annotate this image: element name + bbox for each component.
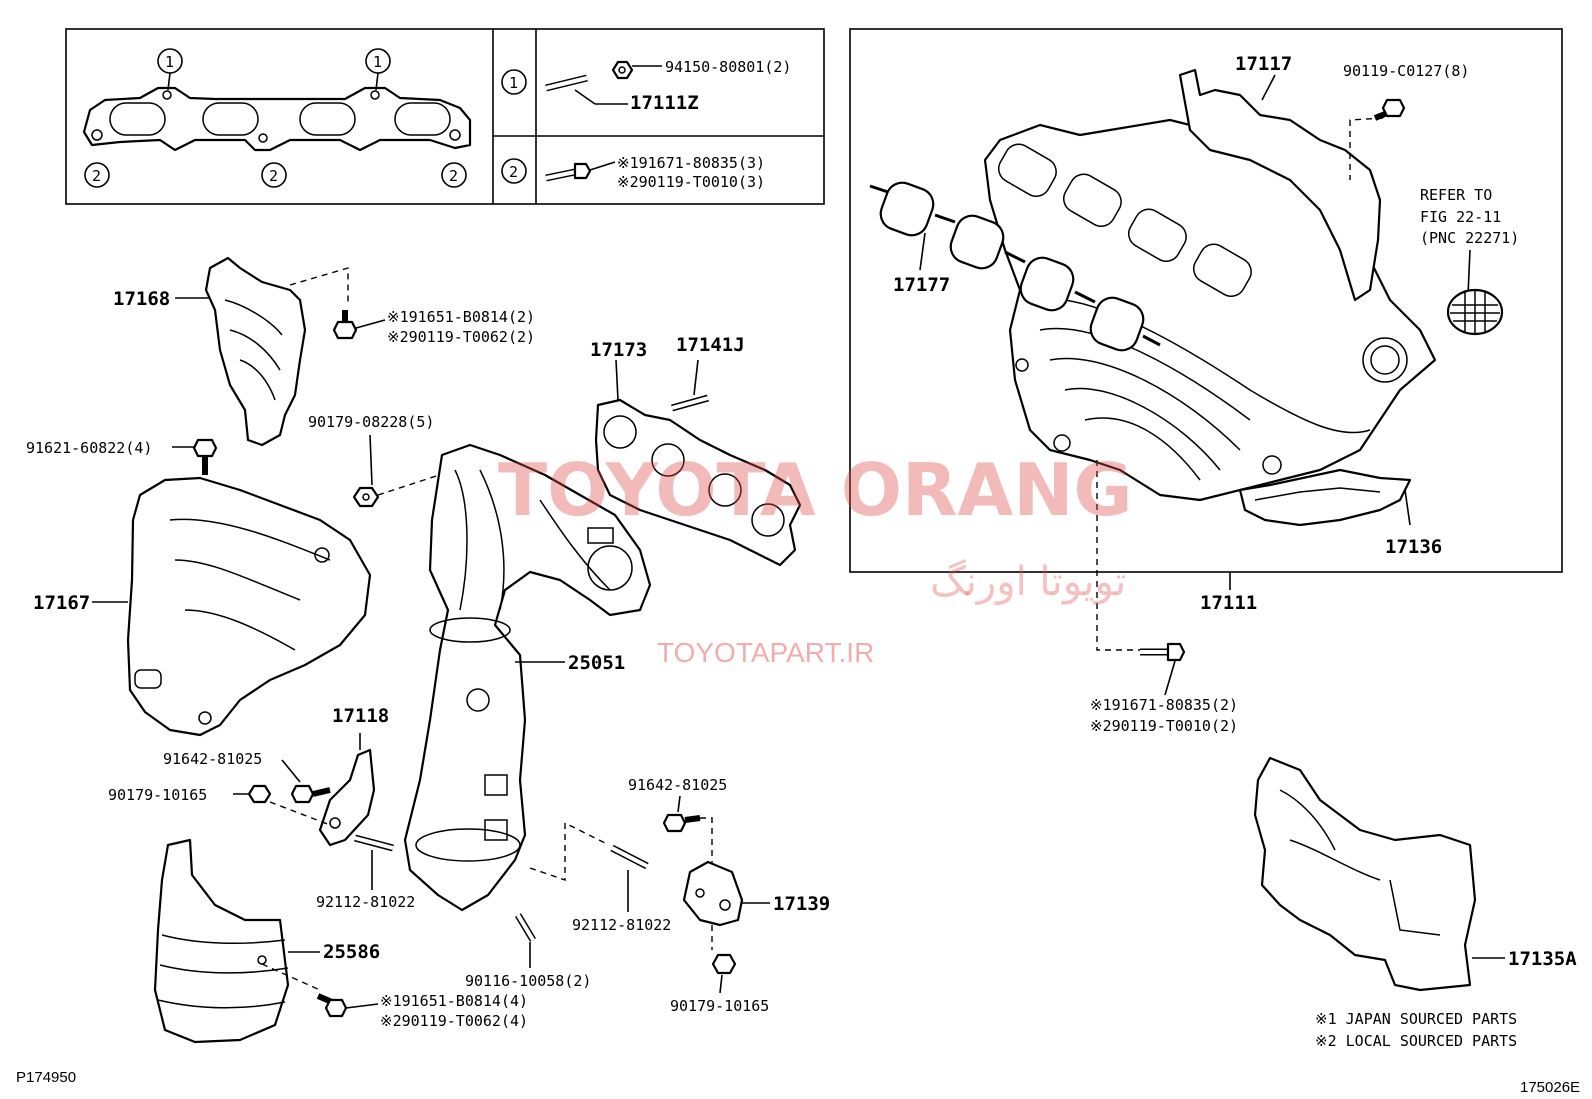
part-label-p17111-b1: ※191671-80835(2) — [1090, 696, 1238, 714]
part-label-refer2: FIG 22-11 — [1420, 208, 1501, 226]
insulator-17167-shape — [126, 476, 372, 737]
part-label-p17136: 17136 — [1385, 536, 1442, 558]
part-label-p91642-a: 91642-81025 — [163, 750, 262, 768]
bolt-icon — [332, 310, 358, 340]
stud-icon — [671, 394, 709, 412]
callout-1-left: 1 — [157, 48, 183, 91]
bracket-17117-shape — [1178, 68, 1382, 302]
part-label-refer1: REFER TO — [1420, 186, 1492, 204]
bolt-icon — [545, 162, 592, 182]
callout-2-right: 2 — [441, 162, 467, 188]
part-label-part2: 17111Z — [630, 92, 699, 114]
part-label-p90119-c0127: 90119-C0127(8) — [1343, 62, 1469, 80]
part-label-p17177: 17177 — [893, 274, 950, 296]
part-label-part1: ※191671-80835(3) — [617, 154, 765, 172]
part-label-p92112-a: 92112-81022 — [316, 893, 415, 911]
part-label-p17117: 17117 — [1235, 53, 1292, 75]
bolt-icon — [662, 813, 701, 833]
stud-icon — [545, 74, 588, 92]
bracket-17139-shape — [682, 860, 744, 927]
bolt-icon — [290, 784, 331, 804]
part-label-p90179-08228: 90179-08228(5) — [308, 413, 434, 431]
stud-icon — [610, 844, 649, 870]
watermark-url: TOYOTAPART.IR — [657, 637, 874, 668]
part-label-circle2: 2 — [509, 163, 518, 181]
part-label-p17111-b2: ※290119-T0010(2) — [1090, 717, 1238, 735]
part-label-p91621: 91621-60822(4) — [26, 439, 152, 457]
part-label-p17168-b1: ※191651-B0814(2) — [387, 308, 535, 326]
note-japan: ※1 JAPAN SOURCED PARTS — [1315, 1010, 1517, 1028]
callout-2-mid: 2 — [261, 162, 287, 188]
part-label-circle2: 2 — [269, 167, 278, 185]
part-label-p17135a: 17135A — [1508, 948, 1577, 970]
figure-code-right: 175026E — [1520, 1079, 1580, 1096]
nut-icon — [352, 486, 380, 508]
part-label-p25586: 25586 — [323, 941, 380, 963]
part-label-p17118: 17118 — [332, 705, 389, 727]
part-label-part1: 94150-80801(2) — [665, 58, 791, 76]
insulator-25586-shape — [153, 838, 290, 1044]
figure-code-left: P174950 — [16, 1069, 76, 1086]
intake-manifold-group: 17117 90119-C0127(8) REFER TO FIG 22-11 … — [849, 28, 1563, 651]
gasket-inset: 1 1 2 2 2 1 94150 — [65, 28, 825, 205]
part-label-circle1: 1 — [373, 53, 382, 71]
part-label-circle2: 2 — [449, 167, 458, 185]
part-label-part2: ※290119-T0010(3) — [617, 173, 765, 191]
part-label-p17168: 17168 — [113, 288, 170, 310]
part-label-p25051: 25051 — [568, 652, 625, 674]
watermark-english: TOYOTA ORANG — [498, 448, 1133, 532]
part-label-circle1: 1 — [509, 74, 518, 92]
part-label-p17173: 17173 — [590, 339, 647, 361]
gasket-17173-shape — [594, 398, 802, 567]
nut-icon — [611, 60, 634, 80]
part-label-p92112-b: 92112-81022 — [572, 916, 671, 934]
bolt-icon — [1140, 642, 1186, 662]
part-label-p17141j: 17141J — [676, 334, 745, 356]
note-local: ※2 LOCAL SOURCED PARTS — [1315, 1032, 1517, 1050]
bolt-icon — [1373, 98, 1406, 121]
part-label-p17168-b2: ※290119-T0062(2) — [387, 328, 535, 346]
nut-icon — [247, 784, 272, 804]
gasket-17177-shape — [869, 181, 1161, 352]
inset-frame — [65, 28, 825, 205]
part-label-p90179-10165-b: 90179-10165 — [670, 997, 769, 1015]
shield-17136-shape — [1238, 468, 1412, 527]
part-label-p91642-b: 91642-81025 — [628, 776, 727, 794]
part-label-p90116: 90116-10058(2) — [465, 972, 591, 990]
part-label-p17111: 17111 — [1200, 592, 1257, 614]
callout-2-left: 2 — [84, 162, 110, 188]
part-label-circle1: 1 — [165, 53, 174, 71]
part-label-circle2: 2 — [92, 167, 101, 185]
part-label-p90179-10165-a: 90179-10165 — [108, 786, 207, 804]
part-label-p17139: 17139 — [773, 893, 830, 915]
nut-icon — [711, 953, 737, 975]
intake-frame — [849, 28, 1563, 573]
stud-icon — [514, 913, 537, 942]
part-label-p25586-b1: ※191651-B0814(4) — [380, 992, 528, 1010]
watermark-persian: تویوتا اورنگ — [930, 559, 1126, 605]
watermark: TOYOTA ORANG تویوتا اورنگ TOYOTAPART.IR — [498, 448, 1133, 668]
insulator-17168-shape — [204, 256, 307, 447]
part-label-refer3: (PNC 22271) — [1420, 229, 1519, 247]
screen-mesh-icon — [1446, 288, 1504, 336]
bolt-icon — [316, 993, 348, 1018]
bracket-17118-shape — [318, 748, 376, 847]
part-label-p17167: 17167 — [33, 592, 90, 614]
part-label-p25586-b2: ※290119-T0062(4) — [380, 1012, 528, 1030]
gasket-17111z-shape — [82, 86, 472, 152]
stud-icon — [354, 834, 394, 852]
bolt-icon — [192, 438, 218, 475]
callout-1-right: 1 — [365, 48, 391, 91]
